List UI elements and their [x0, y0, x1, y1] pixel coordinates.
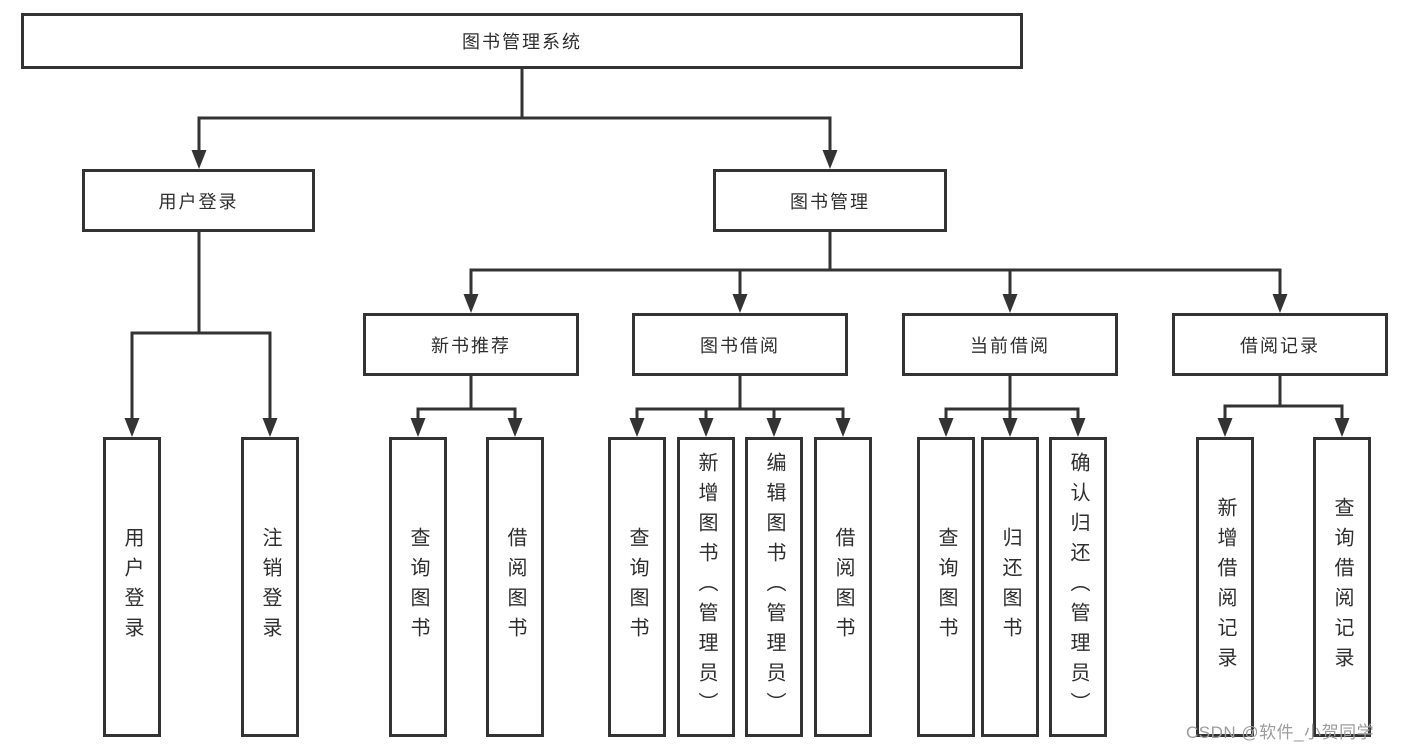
arrowhead-icon [124, 418, 140, 437]
arrowhead-icon [629, 418, 645, 437]
node-book-borrow: 图书借阅 [632, 313, 848, 376]
arrowhead-icon [1070, 418, 1086, 437]
node-user-login: 用户登录 [82, 169, 315, 232]
leaf-user-login: 用户登录 [103, 437, 161, 737]
node-borrow-records: 借阅记录 [1172, 313, 1388, 376]
arrowhead-icon [835, 418, 851, 437]
node-label: 图书借阅 [700, 335, 780, 356]
node-label: 新书推荐 [431, 335, 511, 356]
leaf-return-book: 归还图书 [981, 437, 1039, 737]
leaf-borrow-books: 借阅图书 [814, 437, 872, 737]
connector-root-to-level2 [191, 67, 838, 169]
leaf-query-books-recommend: 查询图书 [389, 437, 447, 737]
arrowhead-icon [410, 418, 426, 437]
node-label: 查询图书 [626, 527, 648, 647]
arrowhead-icon [1334, 418, 1350, 437]
arrowhead-icon [938, 418, 954, 437]
node-label: 图书管理系统 [462, 32, 582, 52]
node-library-management-system: 图书管理系统 [21, 13, 1023, 69]
leaf-edit-book-admin: 编辑图书（管理员） [745, 437, 803, 737]
node-label: 注销登录 [259, 527, 281, 647]
node-label: 当前借阅 [970, 335, 1050, 356]
csdn-watermark: CSDN @软件_小贺同学 [1186, 723, 1375, 742]
leaf-add-borrow-record: 新增借阅记录 [1196, 437, 1254, 737]
arrowhead-icon [1272, 294, 1288, 313]
node-label: 借阅图书 [832, 527, 854, 647]
node-label: 确认归还（管理员） [1067, 452, 1089, 722]
node-current-borrow: 当前借阅 [902, 313, 1118, 376]
leaf-query-books-borrow: 查询图书 [608, 437, 666, 737]
node-label: 查询借阅记录 [1331, 497, 1353, 677]
node-label: 用户登录 [158, 191, 239, 212]
connector-book-mgmt-to-level3 [463, 230, 1288, 313]
arrowhead-icon [766, 418, 782, 437]
leaf-query-books-current: 查询图书 [917, 437, 975, 737]
arrowhead-icon [1002, 418, 1018, 437]
leaf-confirm-return-admin: 确认归还（管理员） [1049, 437, 1107, 737]
leaf-add-book-admin: 新增图书（管理员） [677, 437, 735, 737]
node-label: 借阅图书 [504, 527, 526, 647]
node-label: 新增借阅记录 [1214, 497, 1236, 677]
leaf-borrow-books-recommend: 借阅图书 [486, 437, 544, 737]
connector-user-login-children [124, 230, 278, 437]
connector-new-book-children [410, 374, 523, 437]
leaf-query-borrow-record: 查询借阅记录 [1313, 437, 1371, 737]
node-new-book-recommend: 新书推荐 [363, 313, 579, 376]
arrowhead-icon [1002, 294, 1018, 313]
leaf-logout: 注销登录 [241, 437, 299, 737]
arrowhead-icon [732, 294, 748, 313]
node-label: 查询图书 [407, 527, 429, 647]
arrowhead-icon [191, 150, 207, 169]
arrowhead-icon [262, 418, 278, 437]
arrowhead-icon [1217, 418, 1233, 437]
node-label: 新增图书（管理员） [695, 452, 717, 722]
connector-book-borrow-children [629, 374, 851, 437]
node-label: 编辑图书（管理员） [763, 452, 785, 722]
node-label: 归还图书 [999, 527, 1021, 647]
node-book-management: 图书管理 [713, 169, 947, 232]
arrowhead-icon [698, 418, 714, 437]
node-label: 图书管理 [790, 191, 870, 212]
arrowhead-icon [822, 150, 838, 169]
connector-current-borrow-children [938, 374, 1086, 437]
node-label: 借阅记录 [1240, 335, 1320, 356]
arrowhead-icon [463, 294, 479, 313]
arrowhead-icon [507, 418, 523, 437]
node-label: 查询图书 [935, 527, 957, 647]
node-label: 用户登录 [121, 527, 143, 647]
connector-borrow-record-children [1217, 374, 1350, 437]
